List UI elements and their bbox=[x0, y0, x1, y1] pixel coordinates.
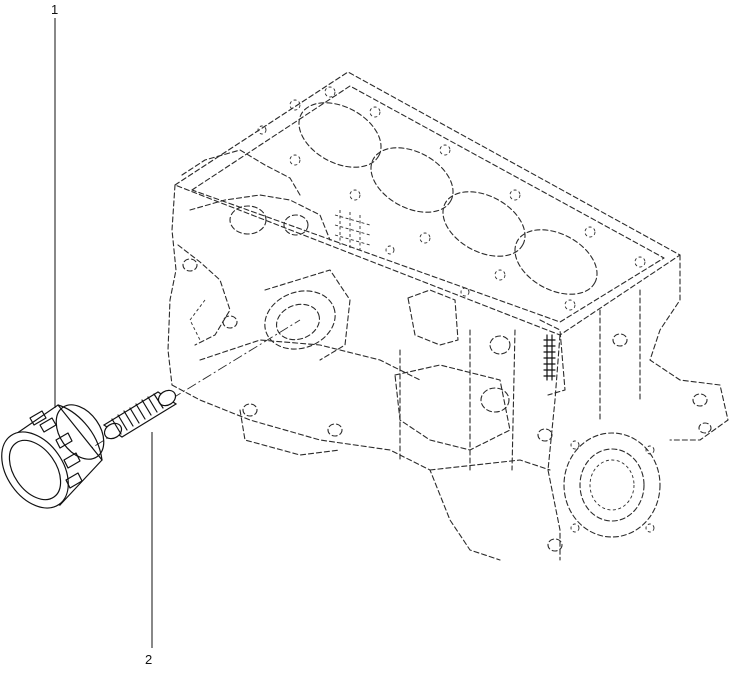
callout-1: 1 bbox=[51, 2, 58, 408]
callout-label-2: 2 bbox=[145, 652, 152, 667]
crankshaft-seal-housing bbox=[563, 432, 661, 538]
engine-block-outline bbox=[167, 71, 729, 561]
callout-2: 2 bbox=[145, 432, 153, 667]
oil-gallery-strip bbox=[543, 334, 556, 381]
part-2-threaded-nipple bbox=[102, 389, 178, 440]
part-1-oil-filter bbox=[1, 404, 105, 509]
filter-mounting-boss bbox=[182, 205, 712, 552]
vent-grid bbox=[334, 210, 371, 250]
cylinder-bores bbox=[257, 86, 646, 311]
callout-label-1: 1 bbox=[51, 2, 58, 17]
